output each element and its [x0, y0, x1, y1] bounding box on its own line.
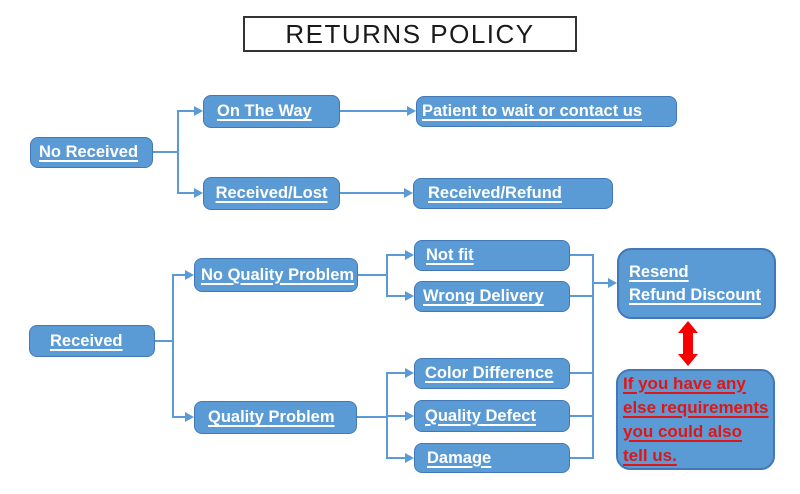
node-label: Received/Lost: [215, 184, 328, 202]
node-received: Received: [29, 325, 155, 357]
node-label: Resend: [629, 262, 689, 281]
node-label: Color Difference: [425, 364, 554, 382]
arrow-head-icon: [405, 411, 414, 421]
title-box: RETURNS POLICY: [243, 16, 577, 52]
note-line: If you have any: [623, 373, 746, 393]
arrow-head-icon: [405, 250, 414, 260]
arrow-head-icon: [407, 106, 416, 116]
node-on-the-way: On The Way: [203, 95, 340, 128]
connector-line: [172, 274, 186, 276]
arrow-head-icon: [405, 291, 414, 301]
connector-line: [177, 192, 195, 194]
connector-line: [340, 192, 405, 194]
node-no-received: No Received: [30, 137, 153, 168]
node-label: Refund Discount: [629, 285, 761, 304]
node-other-requirements-note: If you have any else requirements you co…: [616, 369, 775, 470]
double-arrow-down-icon: [678, 354, 698, 366]
arrow-head-icon: [405, 453, 414, 463]
connector-line: [570, 457, 594, 459]
connector-line: [570, 295, 594, 297]
node-not-fit: Not fit: [414, 240, 570, 271]
node-received-refund: Received/Refund: [413, 178, 613, 209]
double-arrow-shaft: [683, 332, 693, 355]
note-line: you could also: [623, 421, 743, 441]
node-label: Quality Problem: [208, 408, 335, 426]
node-color-difference: Color Difference: [414, 358, 570, 389]
connector-line: [386, 254, 405, 256]
arrow-head-icon: [608, 278, 617, 288]
connector-line: [386, 415, 405, 417]
connector-line: [570, 254, 594, 256]
node-quality-defect: Quality Defect: [414, 400, 570, 432]
connector-line: [177, 110, 195, 112]
node-label: No Received: [39, 143, 139, 161]
arrow-head-icon: [185, 270, 194, 280]
arrow-head-icon: [194, 188, 203, 198]
arrow-head-icon: [405, 368, 414, 378]
node-quality-problem: Quality Problem: [194, 401, 357, 434]
node-patient-wait: Patient to wait or contact us: [416, 96, 677, 127]
node-label: Quality Defect: [425, 406, 536, 425]
node-label: Wrong Delivery: [423, 287, 544, 305]
connector-line: [155, 340, 174, 342]
note-line: tell us.: [623, 445, 677, 465]
connector-line: [570, 372, 594, 374]
connector-line: [386, 457, 405, 459]
connector-line: [386, 372, 405, 374]
connector-line: [592, 254, 594, 459]
connector-line: [357, 416, 388, 418]
node-label: Received: [50, 331, 123, 350]
connector-line: [153, 151, 179, 153]
connector-line: [340, 110, 408, 112]
page-title: RETURNS POLICY: [285, 18, 535, 49]
connector-line: [177, 110, 179, 194]
node-wrong-delivery: Wrong Delivery: [414, 281, 570, 312]
connector-line: [386, 254, 388, 297]
arrow-head-icon: [404, 188, 413, 198]
connector-line: [172, 274, 174, 418]
node-label: No Quality Problem: [201, 265, 355, 284]
connector-line: [592, 282, 608, 284]
node-damage: Damage: [414, 443, 570, 473]
note-line: else requirements: [623, 397, 769, 417]
node-label: Received/Refund: [428, 184, 562, 202]
node-label: On The Way: [217, 102, 312, 120]
connector-line: [358, 274, 388, 276]
node-received-lost: Received/Lost: [203, 177, 340, 210]
node-label: Patient to wait or contact us: [422, 102, 643, 120]
node-label: Not fit: [426, 246, 474, 264]
arrow-head-icon: [185, 412, 194, 422]
double-arrow-up-icon: [678, 321, 698, 333]
node-resend-refund-discount: Resend Refund Discount: [617, 248, 776, 319]
node-no-quality-problem: No Quality Problem: [194, 258, 358, 292]
node-label: Damage: [427, 448, 492, 467]
connector-line: [570, 415, 594, 417]
connector-line: [172, 416, 186, 418]
arrow-head-icon: [194, 106, 203, 116]
connector-line: [386, 295, 405, 297]
